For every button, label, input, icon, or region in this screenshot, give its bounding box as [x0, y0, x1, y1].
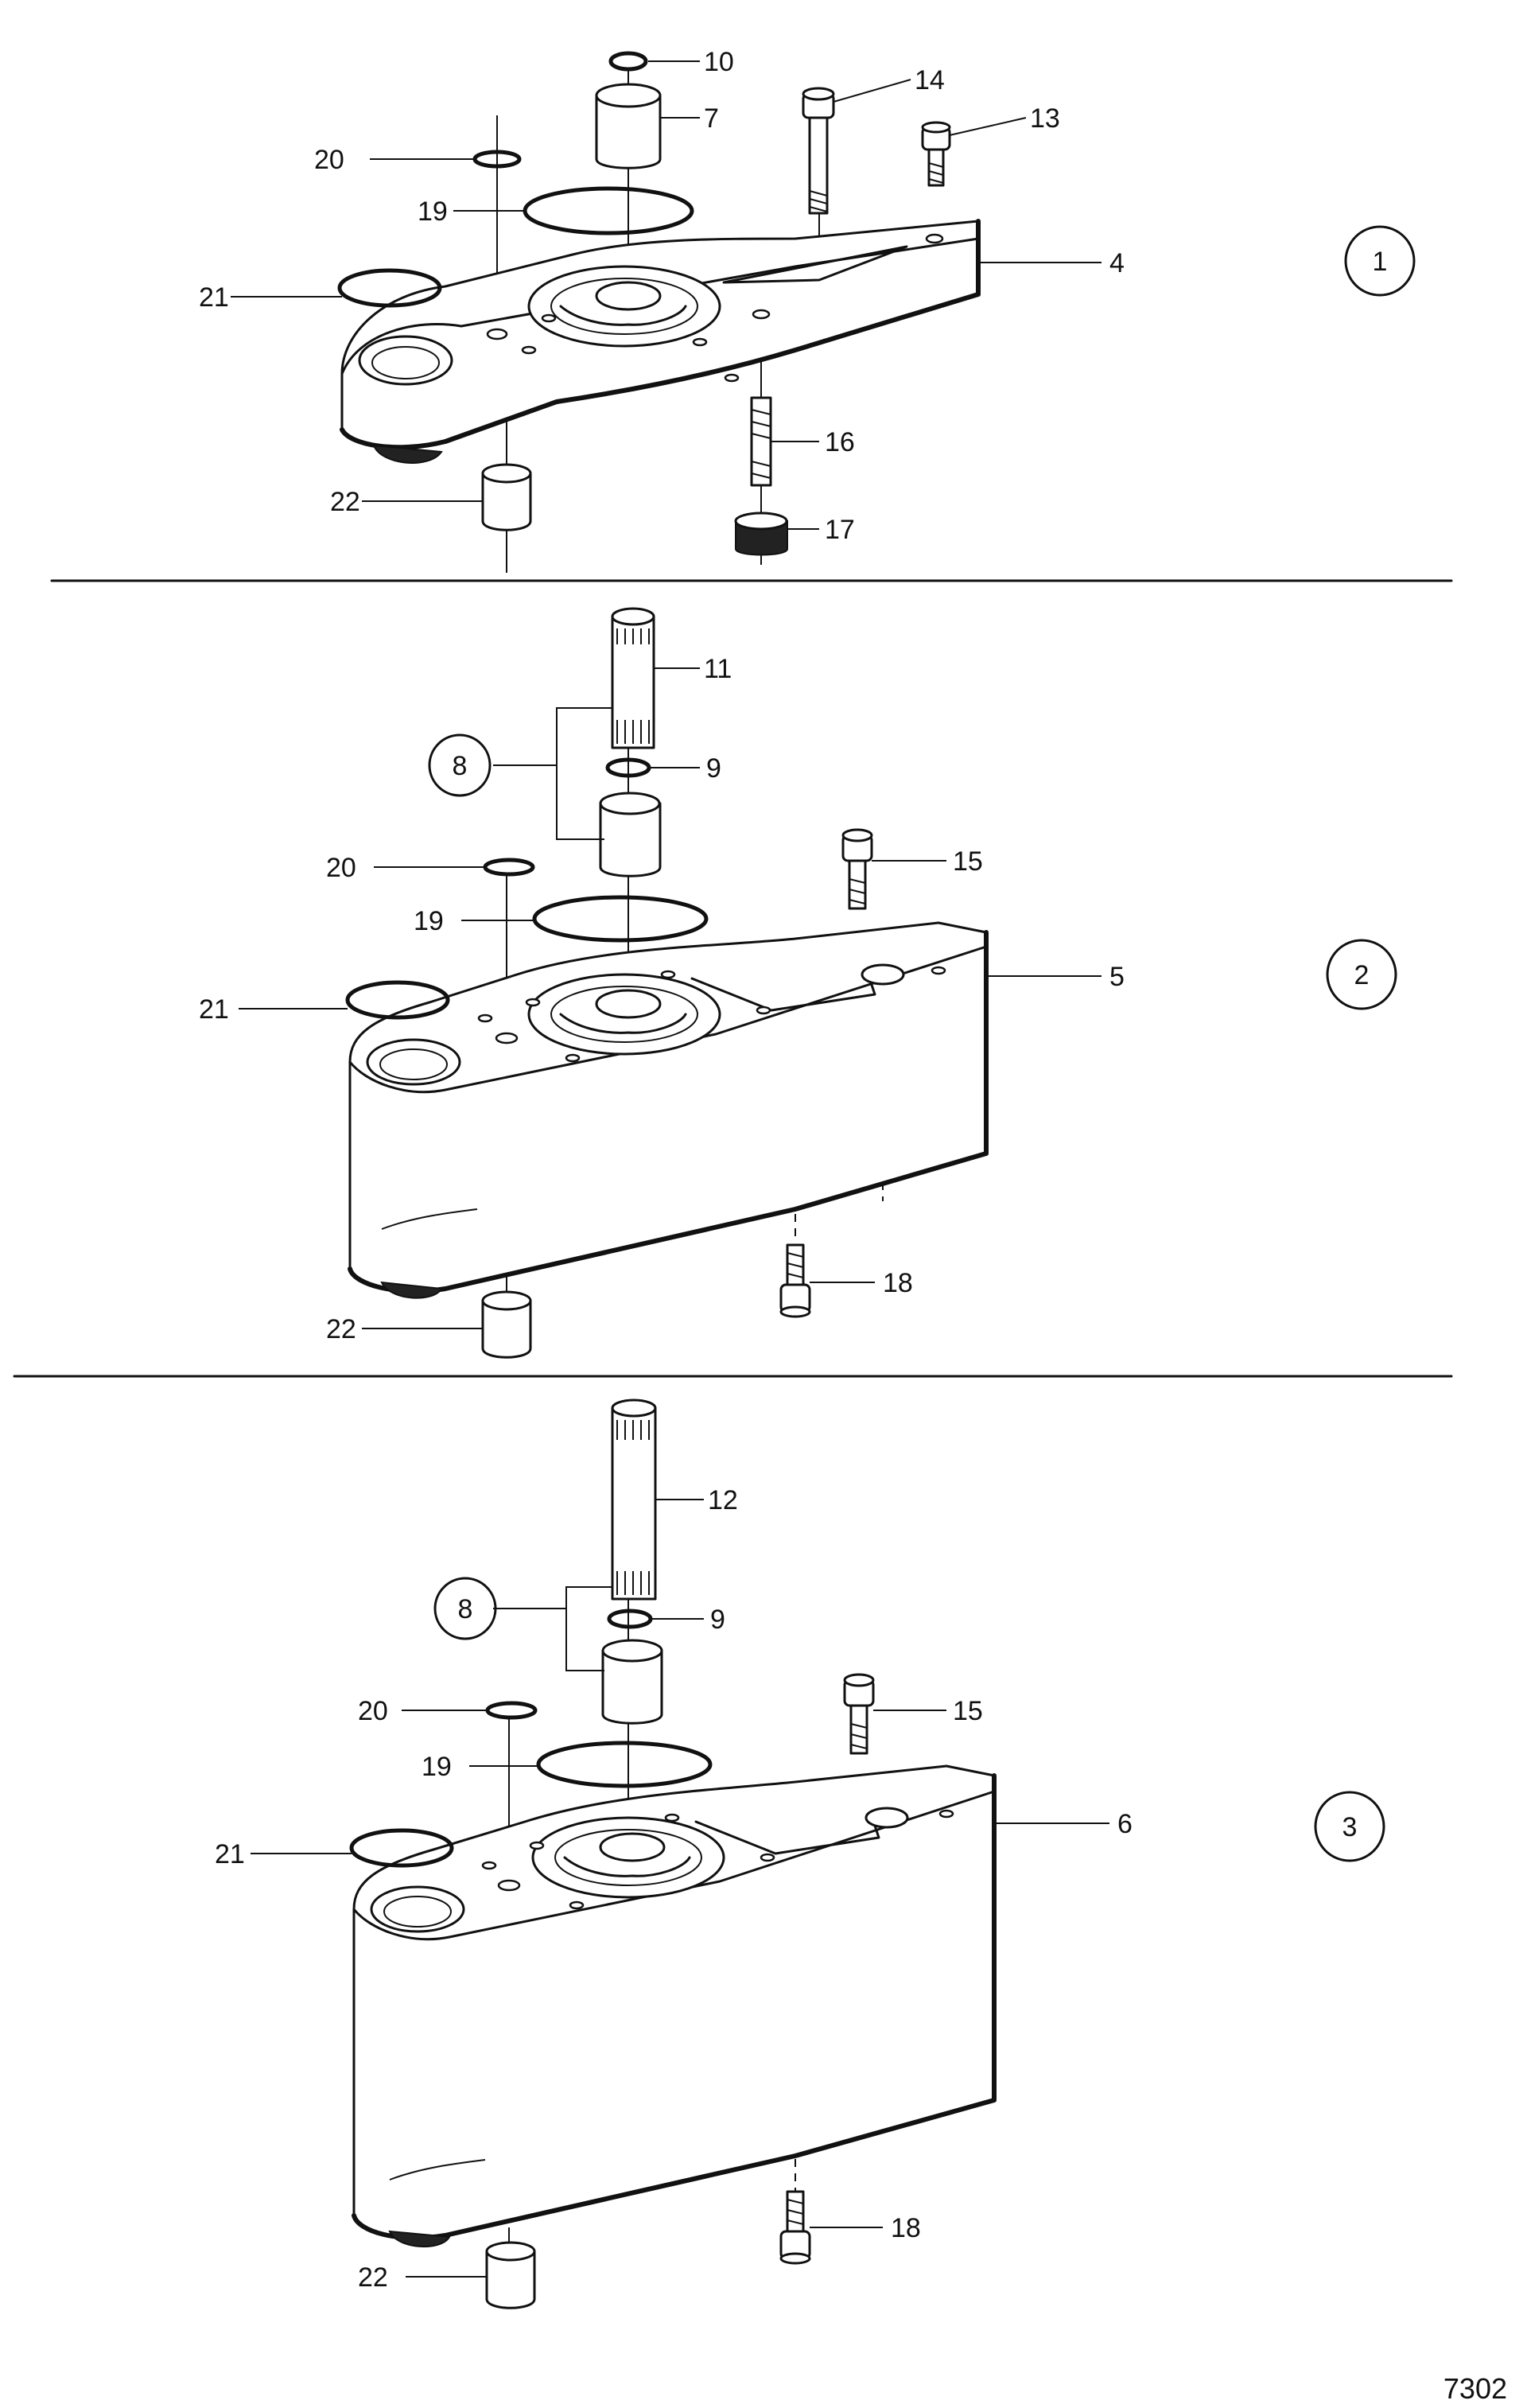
- label-8: 8: [458, 1594, 473, 1624]
- label-18: 18: [883, 1268, 913, 1298]
- housing-part-5: [348, 921, 989, 1299]
- label-19: 19: [414, 906, 444, 936]
- label-21: 21: [215, 1839, 245, 1869]
- label-20: 20: [358, 1696, 388, 1726]
- washer-part-20: [483, 858, 535, 877]
- label-15: 15: [953, 846, 983, 877]
- bush-part-22: [481, 1290, 532, 1359]
- screw-part-15: [841, 828, 873, 910]
- label-22: 22: [326, 1314, 356, 1344]
- bush-part-22: [481, 463, 532, 531]
- label-6: 6: [1117, 1809, 1133, 1839]
- part-8-circle: [428, 733, 492, 797]
- label-10: 10: [704, 47, 734, 77]
- view-number-2: 2: [1354, 960, 1370, 990]
- label-8: 8: [453, 751, 468, 781]
- o-ring-part-21: [337, 268, 442, 308]
- arm-housing-part-4: [340, 219, 981, 464]
- o-ring-part-21: [345, 980, 450, 1020]
- view-number-1: 1: [1373, 247, 1388, 277]
- view-number-circle-1: [1344, 225, 1416, 297]
- label-19: 19: [418, 196, 448, 227]
- label-22: 22: [330, 487, 360, 517]
- label-20: 20: [326, 853, 356, 883]
- label-14: 14: [915, 65, 945, 95]
- circlip-part-10: [608, 51, 648, 72]
- label-22: 22: [358, 2262, 388, 2293]
- circlip-part-9: [607, 1609, 653, 1629]
- label-17: 17: [825, 515, 855, 545]
- label-9: 9: [706, 753, 721, 784]
- label-15: 15: [953, 1696, 983, 1726]
- view-3: 12 8 9 20 15 19 6 21 18 22 3: [215, 1399, 1385, 2309]
- bush-part-8: [599, 792, 662, 877]
- label-13: 13: [1030, 103, 1060, 134]
- splined-shaft-part-11: [611, 607, 655, 749]
- o-ring-part-21: [349, 1828, 454, 1868]
- label-21: 21: [199, 994, 229, 1025]
- view-number-3: 3: [1342, 1812, 1358, 1842]
- o-ring-part-19: [532, 895, 709, 943]
- label-20: 20: [314, 145, 344, 175]
- bush-part-7: [595, 83, 662, 169]
- view-2: 11 8 9 20 15 19 5 21 18 22 2: [199, 607, 1397, 1359]
- label-5: 5: [1109, 962, 1125, 992]
- label-16: 16: [825, 427, 855, 457]
- view-number-circle-3: [1314, 1791, 1385, 1862]
- label-4: 4: [1109, 248, 1125, 278]
- stud-part-16: [750, 396, 772, 487]
- screw-part-15: [843, 1673, 875, 1755]
- washer-part-20: [485, 1701, 538, 1720]
- label-7: 7: [704, 103, 719, 134]
- bush-part-22: [485, 2241, 536, 2309]
- label-18: 18: [891, 2213, 921, 2243]
- bush-part-8: [601, 1639, 663, 1725]
- screw-part-14: [802, 87, 835, 215]
- housing-part-6: [352, 1764, 997, 2248]
- view-1: 10 7 14 13 20 19 21 4 16 22 17 1: [199, 47, 1416, 573]
- label-9: 9: [710, 1605, 725, 1635]
- o-ring-part-19: [536, 1741, 713, 1788]
- part-8-circle: [433, 1577, 497, 1640]
- view-number-circle-2: [1326, 939, 1397, 1010]
- nut-part-17: [734, 512, 788, 556]
- screw-part-18: [779, 1243, 811, 1318]
- label-11: 11: [704, 654, 732, 684]
- label-21: 21: [199, 282, 229, 313]
- screw-part-13: [921, 121, 951, 187]
- label-19: 19: [422, 1752, 452, 1782]
- figure-number: 7302: [1443, 2372, 1507, 2405]
- o-ring-part-19: [523, 186, 694, 235]
- screw-part-18: [779, 2190, 811, 2265]
- splined-shaft-part-12: [611, 1399, 657, 1601]
- label-12: 12: [708, 1485, 738, 1515]
